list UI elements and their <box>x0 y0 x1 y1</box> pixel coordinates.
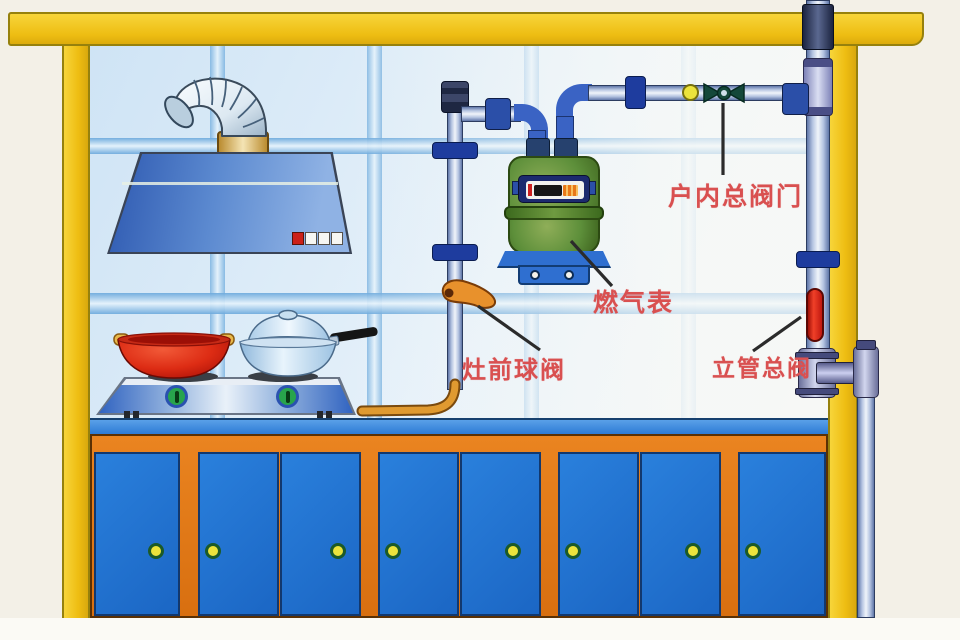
door-knob <box>330 543 346 559</box>
meter-digit-band <box>534 185 562 196</box>
door-knob <box>685 543 701 559</box>
door-knob <box>205 543 221 559</box>
cabinet-door <box>378 452 459 616</box>
pipe-clamp <box>625 76 646 109</box>
meter-display <box>518 175 590 203</box>
hood-divider-line <box>122 182 338 185</box>
countertop <box>90 418 828 435</box>
stove-knob <box>165 385 188 408</box>
wok <box>113 332 235 379</box>
pipe-clamp <box>432 244 478 261</box>
label-riser-main-valve: 立管总阀 <box>712 355 812 381</box>
cabinet-door <box>94 452 180 616</box>
hood-button-power <box>292 232 304 245</box>
duct-ribs <box>193 76 265 128</box>
duct-opening <box>164 95 194 129</box>
hood-button <box>318 232 330 245</box>
label-stove-ball-valve: 灶前球阀 <box>462 357 566 384</box>
ceiling-beam <box>8 12 924 46</box>
cabinet-door <box>738 452 826 616</box>
meter-digits-orange <box>563 185 578 196</box>
stove-foot <box>133 411 139 418</box>
meter-mount-hole <box>530 270 540 280</box>
meter-bracket-plate <box>518 265 590 285</box>
duct-body <box>173 77 267 137</box>
hood-button <box>331 232 343 245</box>
cabinet-door <box>558 452 639 616</box>
exhaust-duct <box>164 76 269 161</box>
ceiling-sleeve <box>802 4 834 50</box>
stove-foot <box>326 411 332 418</box>
meter-digit-red <box>528 184 532 196</box>
cabinet-door <box>640 452 721 616</box>
cabinet-frame <box>90 434 828 618</box>
wall-column-left <box>62 44 90 620</box>
stove-foot <box>317 411 323 418</box>
outdoor-pipe-cap <box>856 340 876 350</box>
outdoor-riser-pipe <box>857 394 875 618</box>
riser-valve-handle <box>806 288 824 342</box>
label-gas-meter: 燃气表 <box>593 289 675 317</box>
union-flange <box>795 352 839 359</box>
valve-indicator-dot <box>682 84 699 101</box>
door-knob <box>505 543 521 559</box>
door-knob <box>745 543 761 559</box>
pipe-clamp <box>796 251 840 268</box>
indoor-main-valve-icon <box>703 82 745 104</box>
cabinet-door <box>198 452 279 616</box>
stove-knob <box>276 385 299 408</box>
meter-mount-hole <box>564 270 574 280</box>
stove-knob-slit <box>286 391 290 403</box>
stove-ball-valve-handle <box>441 279 497 309</box>
label-indoor-main-valve: 户内总阀门 <box>668 183 804 211</box>
tee-fitting <box>782 83 809 115</box>
union-flange <box>795 388 839 395</box>
pipe-coupling <box>485 98 511 130</box>
door-knob <box>385 543 401 559</box>
stove-branch-pipe <box>447 84 463 390</box>
gas-meter-lower <box>508 218 600 254</box>
gas-stove <box>99 379 353 413</box>
stove-knob-slit <box>175 391 179 403</box>
floor-strip <box>0 618 960 640</box>
cabinet-door <box>280 452 361 616</box>
wall-column-right <box>828 44 858 620</box>
outdoor-pipe-fitting <box>853 346 879 398</box>
hood-control-panel <box>292 232 346 246</box>
pot-lid-knob <box>278 309 298 321</box>
door-knob <box>148 543 164 559</box>
cooking-pot <box>239 309 378 377</box>
stove-foot <box>124 411 130 418</box>
pipe-clamp <box>432 142 478 159</box>
cabinet-door <box>460 452 541 616</box>
hood-button <box>305 232 317 245</box>
door-knob <box>565 543 581 559</box>
